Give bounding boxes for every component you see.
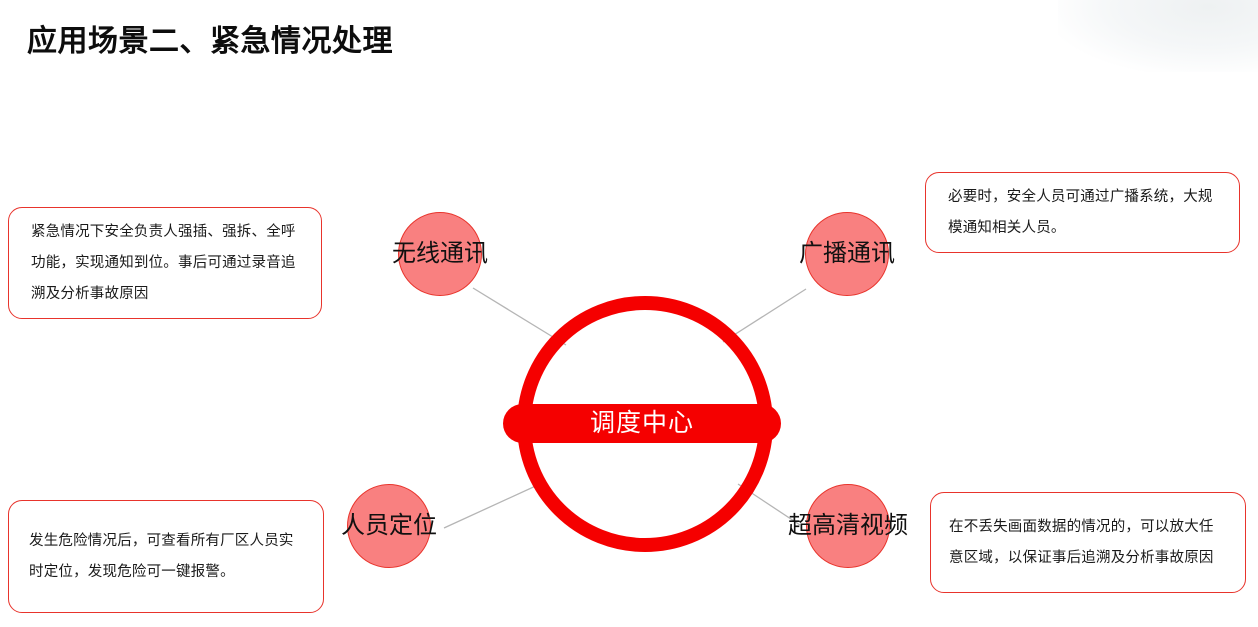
callout-broadcast: 必要时，安全人员可通过广播系统，大规模通知相关人员。	[925, 172, 1240, 253]
node-broadcast[interactable]: 广播通讯	[799, 212, 895, 296]
node-video-label: 超高清视频	[788, 512, 908, 539]
callout-wireless-text: 紧急情况下安全负责人强插、强拆、全呼功能，实现通知到位。事后可通过录音追溯及分析…	[31, 223, 296, 302]
node-video[interactable]: 超高清视频	[788, 484, 908, 568]
callout-broadcast-text: 必要时，安全人员可通过广播系统，大规模通知相关人员。	[948, 188, 1213, 236]
node-location-label: 人员定位	[341, 512, 437, 539]
node-broadcast-label: 广播通讯	[799, 240, 895, 267]
node-wireless-label: 无线通讯	[392, 240, 488, 267]
dispatch-center-hub[interactable]: 调度中心	[498, 296, 788, 552]
node-location[interactable]: 人员定位	[341, 484, 437, 568]
page-title: 应用场景二、紧急情况处理	[27, 25, 393, 58]
callout-wireless: 紧急情况下安全负责人强插、强拆、全呼功能，实现通知到位。事后可通过录音追溯及分析…	[8, 207, 322, 319]
callout-video: 在不丢失画面数据的情况的，可以放大任意区域，以保证事后追溯及分析事故原因	[930, 492, 1246, 593]
callout-location: 发生危险情况后，可查看所有厂区人员实时定位，发现危险可一键报警。	[8, 500, 324, 613]
hub-label: 调度中心	[589, 409, 694, 437]
hub-label-bar: 调度中心	[503, 404, 781, 443]
callout-video-text: 在不丢失画面数据的情况的，可以放大任意区域，以保证事后追溯及分析事故原因	[949, 518, 1214, 566]
callout-location-text: 发生危险情况后，可查看所有厂区人员实时定位，发现危险可一键报警。	[29, 532, 294, 580]
corner-gradient-decoration	[1058, 0, 1258, 72]
node-wireless[interactable]: 无线通讯	[392, 212, 488, 296]
